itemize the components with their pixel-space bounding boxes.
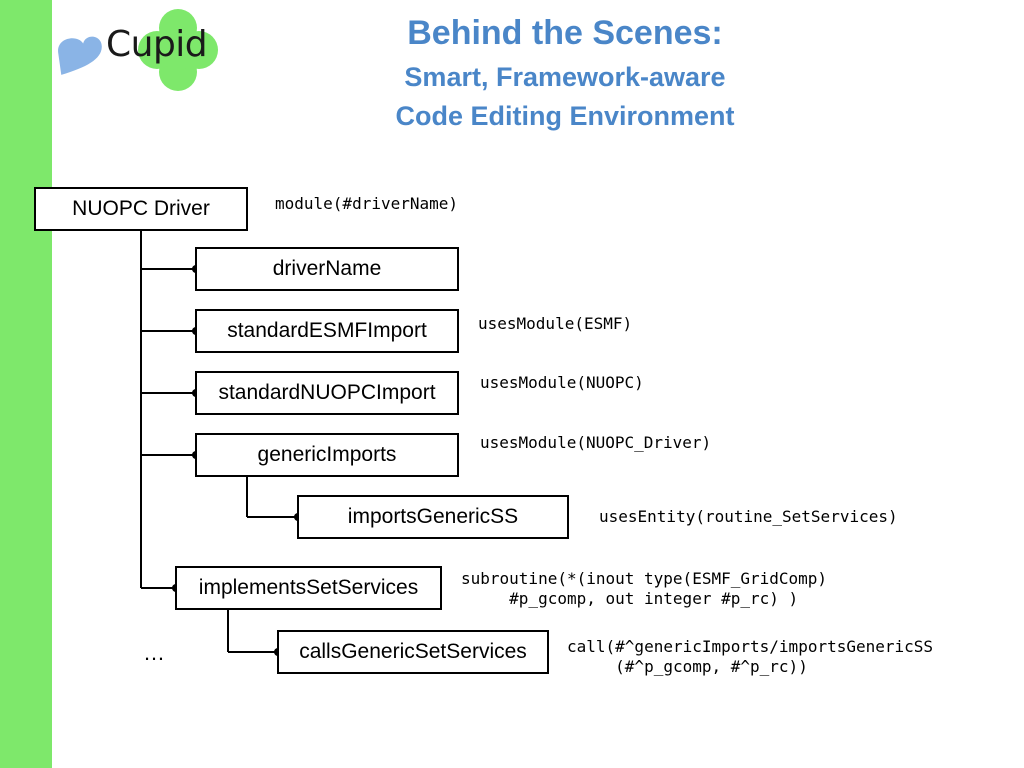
node-driver-name: driverName: [195, 247, 459, 291]
annotation-imports-generic-ss: usesEntity(routine_SetServices): [599, 507, 898, 526]
node-standard-nuopc-import: standardNUOPCImport: [195, 371, 459, 415]
slide-title: Behind the Scenes:: [407, 14, 723, 52]
node-standard-esmf-import: standardESMFImport: [195, 309, 459, 353]
sidebar-stripe: [0, 0, 52, 768]
annotation-standard-esmf-import: usesModule(ESMF): [478, 314, 633, 333]
logo-text: Cupid: [106, 24, 208, 65]
slide-subtitle-line2: Code Editing Environment: [395, 101, 735, 131]
annotation-generic-imports: usesModule(NUOPC_Driver): [480, 433, 712, 452]
annotation-implements-set-services: subroutine(*(inout type(ESMF_GridComp) #…: [461, 569, 828, 608]
node-imports-generic-ss: importsGenericSS: [297, 495, 569, 539]
cupid-logo: [58, 9, 218, 91]
ellipsis: …: [143, 640, 165, 665]
slide-subtitle-line1: Smart, Framework-aware: [404, 62, 726, 92]
node-calls-generic-set-services: callsGenericSetServices: [277, 630, 549, 674]
annotation-root: module(#driverName): [275, 194, 459, 213]
node-nuopc-driver: NUOPC Driver: [34, 187, 248, 231]
annotation-calls-generic-set-services: call(#^genericImports/importsGenericSS (…: [567, 637, 934, 676]
node-implements-set-services: implementsSetServices: [175, 566, 442, 610]
node-generic-imports: genericImports: [195, 433, 459, 477]
annotation-standard-nuopc-import: usesModule(NUOPC): [480, 373, 644, 392]
